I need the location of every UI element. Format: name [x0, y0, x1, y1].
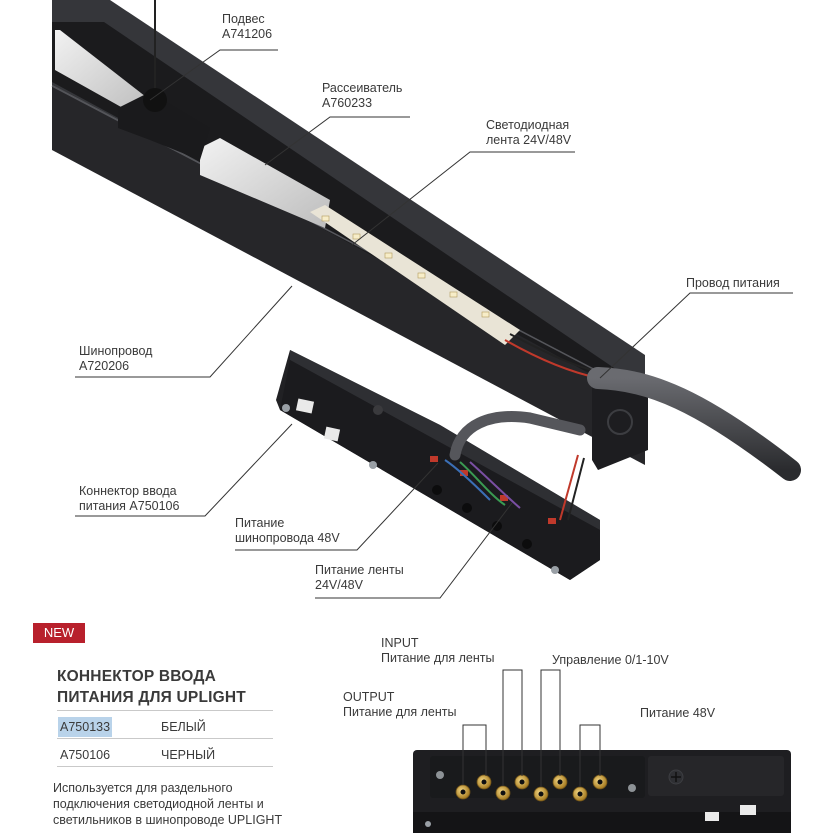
variant-color: БЕЛЫЙ — [161, 720, 206, 734]
connector-bottom — [413, 750, 791, 833]
variant-code: A750133 — [58, 717, 113, 737]
table-divider — [57, 766, 273, 767]
table-divider — [57, 710, 273, 711]
power-cable — [587, 367, 801, 481]
variant-row-black[interactable]: A750106 ЧЕРНЫЙ — [57, 745, 273, 765]
variant-row-white[interactable]: A750133 БЕЛЫЙ — [57, 717, 273, 737]
callout-lines — [75, 49, 793, 599]
variant-color: ЧЕРНЫЙ — [161, 748, 216, 762]
label-pin-power48: Питание 48V — [640, 706, 716, 720]
pinout-lines — [462, 669, 601, 787]
label-pin-control: Управление 0/1-10V — [552, 653, 669, 667]
label-power-cable: Провод питания — [686, 276, 780, 290]
connector-top — [276, 350, 600, 580]
variant-code: A750106 — [60, 748, 111, 762]
new-badge: NEW — [33, 623, 85, 643]
product-description: Используется для раздельного подключения… — [53, 781, 283, 827]
diffuser — [55, 30, 330, 228]
busbar-profile — [51, 0, 648, 470]
suspension-mount — [118, 0, 210, 160]
table-divider — [57, 738, 273, 739]
